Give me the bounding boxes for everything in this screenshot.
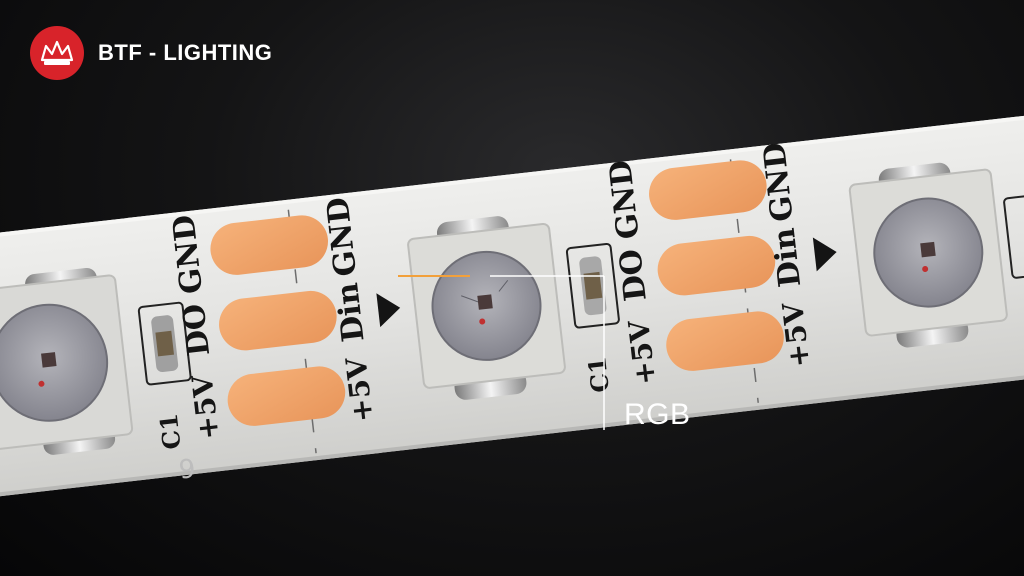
solder-pad-data <box>219 290 337 351</box>
label-din: Din <box>767 226 809 289</box>
led-chip <box>848 162 1008 348</box>
label-c1: C1 <box>582 355 615 394</box>
segment-number: 9 <box>177 454 197 486</box>
solder-pad-5v <box>227 366 346 426</box>
brand-name: BTF - LIGHTING <box>98 40 273 65</box>
label-5v-left: +5V <box>185 372 225 441</box>
solder-pad-5v <box>666 311 784 371</box>
label-do: DO <box>613 247 654 303</box>
strip-edge-bottom <box>0 363 1024 504</box>
label-do: DO <box>177 302 218 358</box>
label-din: Din <box>330 281 372 344</box>
data-direction-arrow <box>376 293 401 328</box>
solder-pad-gnd <box>649 160 767 220</box>
strip-edge-top <box>0 106 1024 247</box>
capacitor <box>137 301 192 386</box>
solder-pad-data <box>657 235 776 296</box>
led-chip <box>407 216 566 400</box>
label-5v-right: +5V <box>776 300 816 369</box>
brand-logo: BTF - LIGHTING <box>30 26 272 80</box>
label-5v-left: +5V <box>622 317 662 386</box>
brand-emblem-icon <box>30 26 84 80</box>
capacitor <box>565 242 620 329</box>
label-5v-right: +5V <box>339 355 379 424</box>
crown-icon <box>40 40 74 65</box>
data-direction-arrow <box>812 237 837 272</box>
callout-label-rgb: RGB <box>624 398 691 431</box>
label-c1: C1 <box>154 412 187 451</box>
solder-pad-gnd <box>210 215 329 275</box>
led-chip <box>0 267 134 455</box>
